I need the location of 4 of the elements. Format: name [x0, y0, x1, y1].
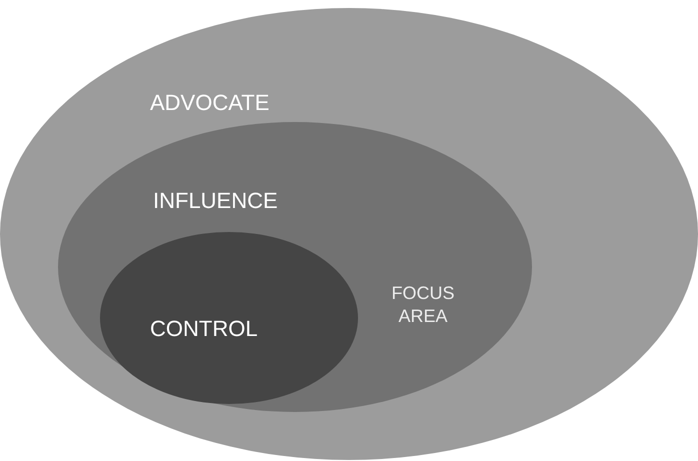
ellipse-label: CONTROL — [150, 315, 258, 343]
ellipse-label: INFLUENCE — [153, 187, 278, 215]
area-label: FOCUS AREA — [390, 282, 456, 327]
ellipse-label: ADVOCATE — [150, 89, 270, 117]
